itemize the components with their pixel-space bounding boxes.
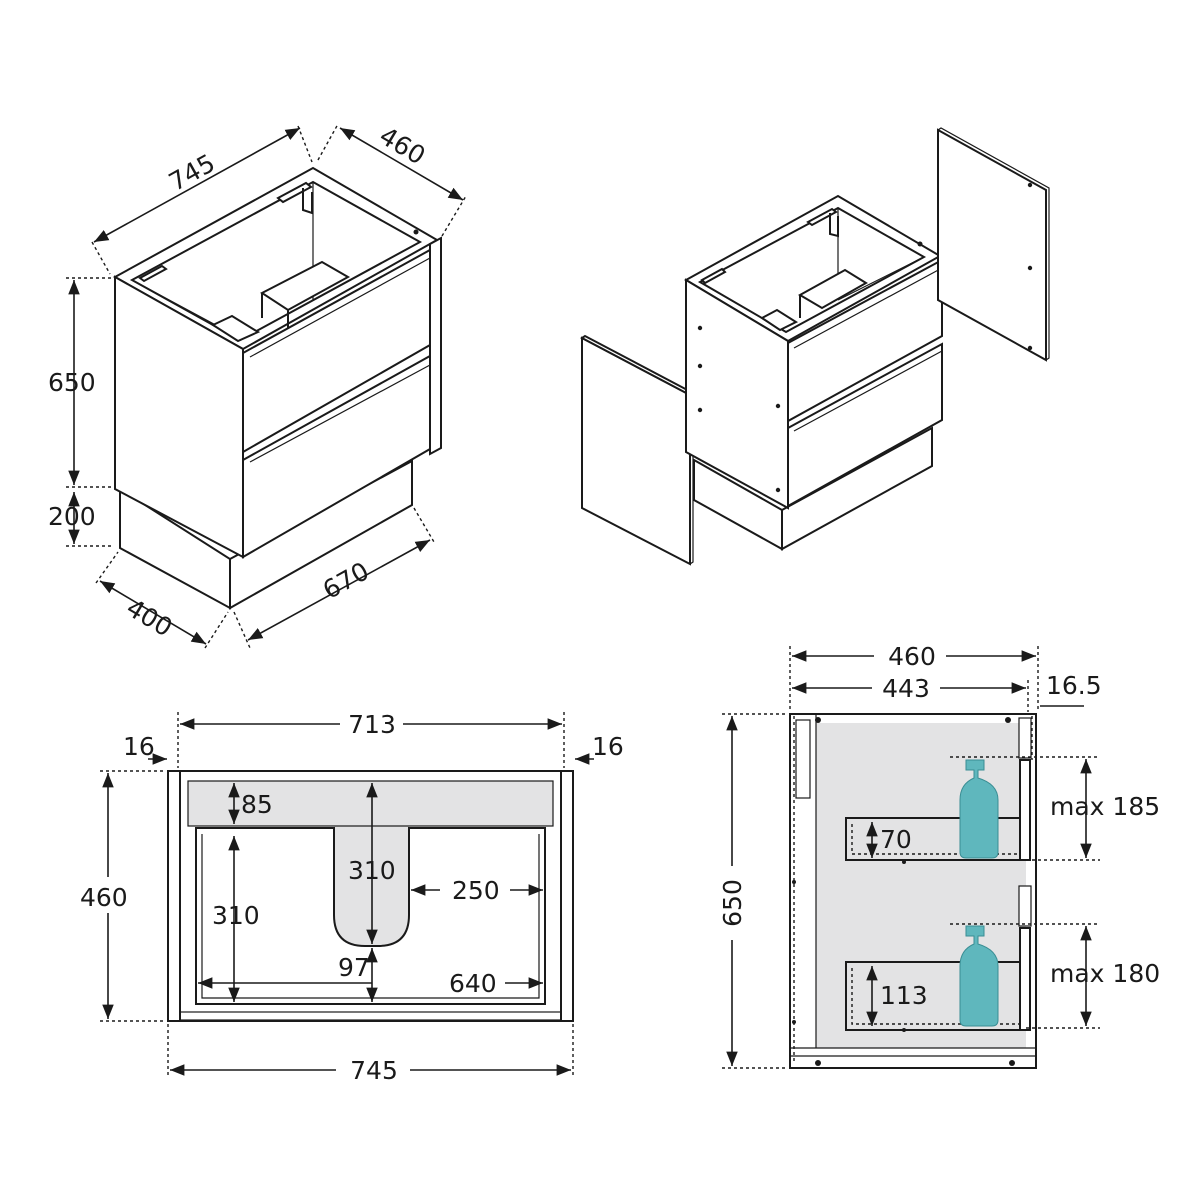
screw-hole [902,1028,906,1032]
dim-line-depth [339,127,464,201]
dim-label-side-right: 16 [592,732,624,761]
dim-line-plinth-depth [99,580,207,645]
top-view: 713 16 16 460 85 310 310 250 97 640 [80,710,624,1085]
inner-channel-box [797,268,868,318]
extension-line [722,713,786,1069]
extension-line [91,125,313,275]
extension-line [233,507,435,649]
lower-drawer-inner [851,968,1026,1025]
inner-channel-box [260,260,351,328]
screw-hole [902,860,906,864]
screw-hole [1027,182,1033,188]
dim-label-depth: 460 [888,642,936,671]
extension-line [100,770,166,1022]
dim-label-side-left: 16 [123,732,155,761]
lower-drawer-outline [845,961,1026,1031]
dim-label-width: 745 [164,148,220,196]
dim-label-upper-clearance: max 185 [1050,792,1160,821]
dim-label-depth: 460 [374,121,430,170]
screw-hole [697,363,703,369]
dim-label-inner-depth: 443 [882,674,930,703]
lower-drawer-front [242,354,431,559]
dim-label-rear-gap: 85 [241,790,273,819]
upper-drawer-front [1019,759,1031,861]
cabinet-outline [789,713,1037,1069]
upper-drawer-front [787,258,943,423]
bracket-left [700,267,727,285]
inner-channel-box-left [760,308,799,332]
dim-line-plinth-width [247,539,431,641]
extension-line [66,277,112,488]
screw-hole [1027,265,1033,271]
extension-line [950,923,1100,1029]
dim-label-lower-clearance: max 180 [1050,959,1160,988]
dim-label-door-thickness: 16.5 [1046,671,1102,700]
screw-hole [1027,345,1033,351]
side-panel-left [167,770,181,1022]
hinge-plate [795,719,811,799]
panel-thickness [937,127,1050,361]
dim-label-inner-width: 713 [348,710,396,739]
side-panel-right [560,770,574,1022]
screw-hole [792,880,796,884]
screw-hole [775,487,781,493]
dim-label-drawer-width: 640 [449,969,497,998]
screw-hole [792,1020,796,1024]
side-section-view: 460 443 16.5 650 max 185 70 max 180 113 [718,642,1160,1069]
dim-label-drawer-depth: 310 [212,901,260,930]
screw-hole [815,717,821,723]
dim-label-plinth-height: 200 [48,502,96,531]
screw-hole [1009,1060,1015,1066]
extension-line [317,123,467,237]
drawer-groove [793,267,943,432]
extension-line [167,1024,574,1078]
dim-label-cutout-depth: 310 [348,856,396,885]
cabinet-right-edge [429,236,442,456]
soap-bottle-icon [959,759,999,859]
dim-label-height: 650 [48,368,96,397]
dim-label-cutout-side: 250 [452,876,500,905]
extension-line [789,646,1039,712]
lower-drawer-front [787,342,943,508]
extension-line [950,756,1100,861]
loose-side-panel-right [937,128,1047,362]
front-edge [179,1011,562,1021]
soap-bottle-icon [959,925,999,1027]
screw-hole [697,407,703,413]
screw-hole [815,1060,821,1066]
dim-label-overall-width: 745 [350,1056,398,1085]
inner-channel-box-left [210,314,261,343]
bracket-left [138,264,168,283]
screw-hole [697,325,703,331]
iso-assembled-view: 745 460 650 200 400 670 [48,121,467,649]
screw-hole [413,229,419,235]
drawer-groove [249,257,431,463]
hinge-plate [1018,717,1032,759]
carcass-inner-lines [790,714,1036,1057]
dim-label-lower-drawer-height: 113 [880,981,928,1010]
upper-drawer-outline [845,817,1026,861]
extension-line [95,551,229,649]
carcass-side-panel [685,278,789,510]
screw-hole [917,241,923,247]
lower-drawer-front [1019,927,1031,1031]
iso-exploded-view [580,127,1050,566]
panel-edge-dashes [793,716,1033,1064]
dim-label-upper-drawer-height: 70 [880,825,912,854]
upper-drawer-front [242,248,431,454]
dim-label-cutout-bottom: 97 [338,953,370,982]
dim-label-plinth-depth: 400 [121,593,177,642]
hinge-plate [1018,885,1032,927]
plinth-front-face [781,426,933,551]
loose-side-panel-left [581,336,691,566]
bracket-right [806,207,839,238]
dim-line-width [93,127,301,243]
dim-label-height: 650 [718,879,747,927]
screw-hole [1005,717,1011,723]
dim-label-depth: 460 [80,883,128,912]
drawer-outline [195,827,546,1005]
screw-hole [775,403,781,409]
